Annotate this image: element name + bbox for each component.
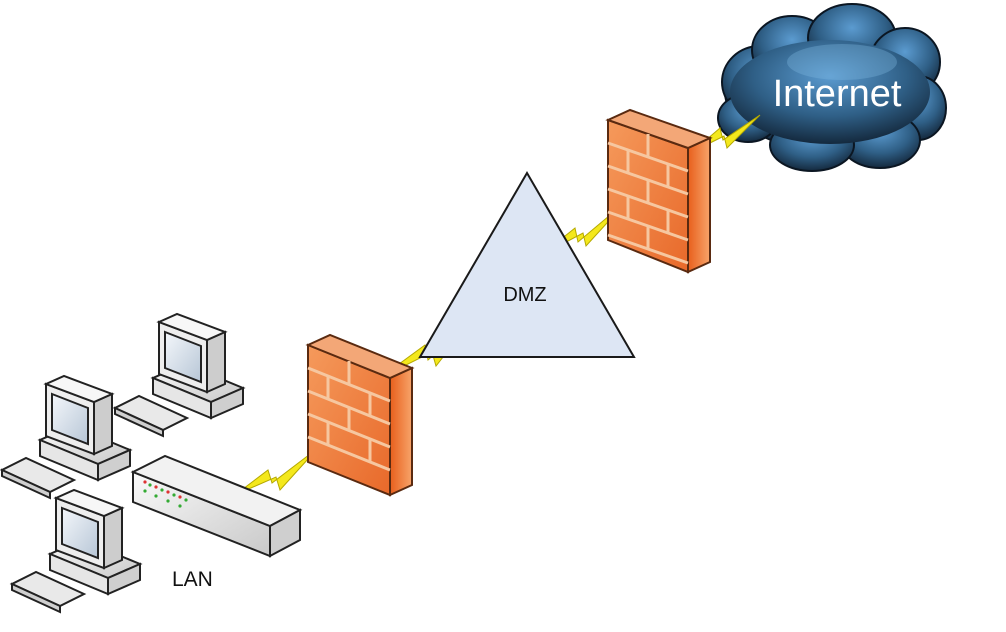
- dmz-zone: DMZ: [418, 171, 636, 358]
- lan-switch: [130, 454, 303, 558]
- inner-firewall: [305, 333, 415, 497]
- workstation-1: [112, 312, 246, 438]
- workstation-3: [9, 488, 143, 614]
- outer-firewall: [605, 108, 713, 274]
- dmz-label: DMZ: [503, 284, 546, 306]
- lan-label: LAN: [172, 568, 213, 591]
- internet-label: Internet: [773, 73, 902, 115]
- switch-port-leds: [143, 480, 188, 508]
- workstation-2: [0, 374, 133, 500]
- internet-cloud: Internet: [717, 3, 947, 172]
